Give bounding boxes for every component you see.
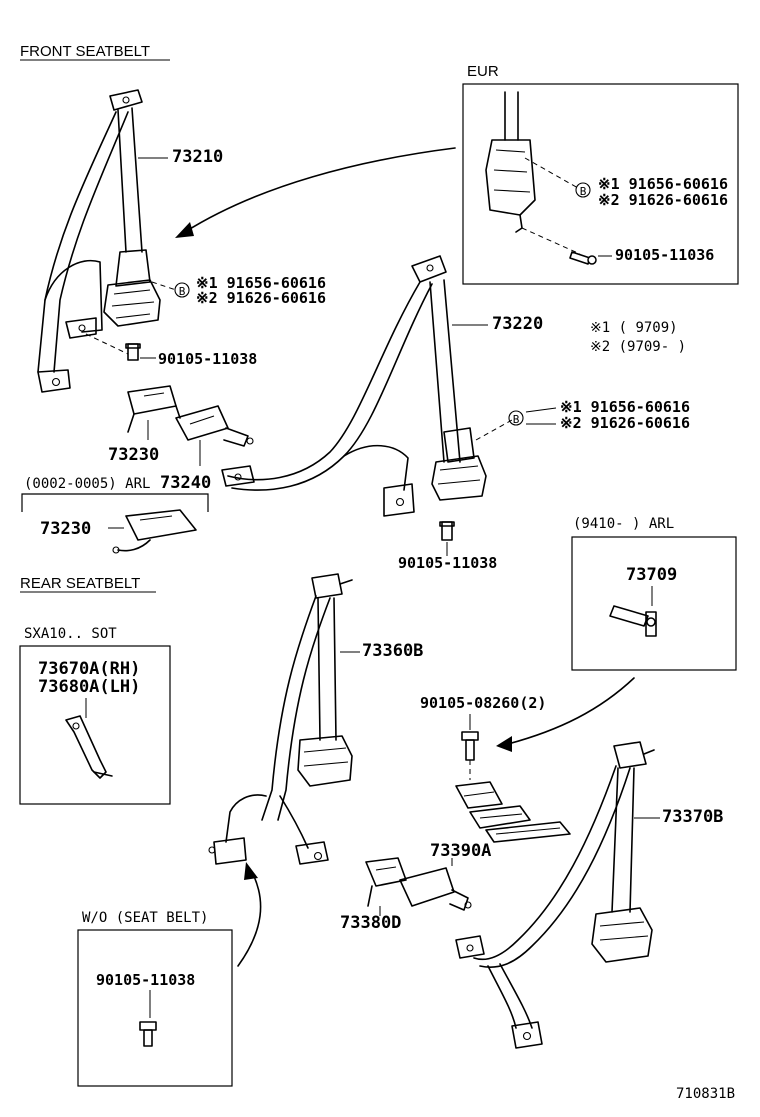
rear-left-seatbelt-assembly [208, 573, 353, 865]
buckle-73230-upper [127, 385, 181, 433]
right-callout-2: ※2 91626-60616 [560, 414, 690, 432]
eur-callout-1: ※1 91656-60616 [598, 175, 728, 193]
tongue-73240 [175, 405, 254, 447]
rear-right-seatbelt-assembly [455, 741, 655, 1049]
bracket-73709 [609, 605, 657, 637]
front-left-bolt-icon [125, 343, 141, 361]
bracket-73670a [65, 715, 113, 779]
part-73380d: 73380D [340, 913, 401, 933]
part-73390a: 73390A [430, 841, 491, 861]
arl-0002-bracket [21, 493, 209, 512]
part-73680a: 73680A(LH) [38, 677, 140, 697]
buckle-73390a [399, 867, 472, 911]
right-bolt-symbol-label: B [513, 413, 520, 426]
right-callout-1: ※1 91656-60616 [560, 398, 690, 416]
figure-id: 710831B [676, 1086, 735, 1102]
arl-reference-arrow [507, 677, 635, 745]
front-seatbelt-header: FRONT SEATBELT [20, 43, 150, 60]
arl-9410-box [571, 536, 737, 671]
eur-bolt-b-symbol: B [575, 182, 591, 198]
part-73240: 73240 [160, 473, 211, 493]
eur-inset-box [462, 83, 739, 285]
part-73370b: 73370B [662, 807, 723, 827]
right-callout-leaders [525, 407, 557, 425]
rear-seatbelt-header: REAR SEATBELT [20, 575, 140, 592]
front-right-seatbelt-assembly [221, 255, 513, 517]
front-bolt-part-number: 90105-11038 [158, 350, 257, 368]
eur-label: EUR [467, 63, 499, 80]
legend-note-2: ※2 (9709- ) [590, 339, 686, 355]
part-73670a: 73670A(RH) [38, 659, 140, 679]
part-73220: 73220 [492, 314, 543, 334]
rear-bolt-part-number: 90105-08260(2) [420, 694, 546, 712]
buckle-73380d [365, 857, 407, 907]
mid-bolt-part-number: 90105-11038 [398, 554, 497, 572]
wo-arrowhead [244, 862, 258, 880]
arl-9410-label: (9410- ) ARL [573, 516, 674, 532]
part-73709: 73709 [626, 565, 677, 585]
arl-0002-label: (0002-0005) ARL [24, 476, 150, 492]
part-73230-upper: 73230 [108, 445, 159, 465]
part-73360b: 73360B [362, 641, 423, 661]
left-bolt-b-symbol: B [174, 282, 190, 298]
arl-arrowhead [496, 736, 512, 752]
wo-bolt-part-number: 90105-11038 [96, 971, 195, 989]
eur-reference-arrow [184, 147, 456, 233]
left-callout-1: ※1 91656-60616 [196, 274, 326, 292]
sxa-box [19, 645, 171, 805]
part-73210: 73210 [172, 147, 223, 167]
wo-seatbelt-label: W/O (SEAT BELT) [82, 910, 208, 926]
front-left-seatbelt-assembly [37, 89, 177, 393]
eur-bolt-icon [569, 251, 597, 265]
front-right-bolt-icon [439, 521, 455, 541]
eur-bolt-symbol-label: B [580, 185, 587, 198]
eur-bolt-part-number: 90105-11036 [615, 246, 714, 264]
left-bolt-symbol-label: B [179, 285, 186, 298]
eur-arrowhead [175, 222, 194, 238]
right-bolt-b-symbol: B [508, 410, 524, 426]
anchor-plates [455, 781, 571, 843]
sxa-label: SXA10.. SOT [24, 626, 117, 642]
wo-reference-arrow [237, 871, 262, 967]
part-73230-arl: 73230 [40, 519, 91, 539]
buckle-73230-arl [112, 509, 197, 554]
eur-callout-2: ※2 91626-60616 [598, 191, 728, 209]
legend-note-1: ※1 ( 9709) [590, 320, 678, 336]
left-callout-2: ※2 91626-60616 [196, 289, 326, 307]
eur-retractor [485, 91, 581, 255]
rear-bolt-icon [461, 731, 479, 761]
wo-seatbelt-box [77, 929, 233, 1087]
wo-bolt-icon [139, 1021, 157, 1047]
